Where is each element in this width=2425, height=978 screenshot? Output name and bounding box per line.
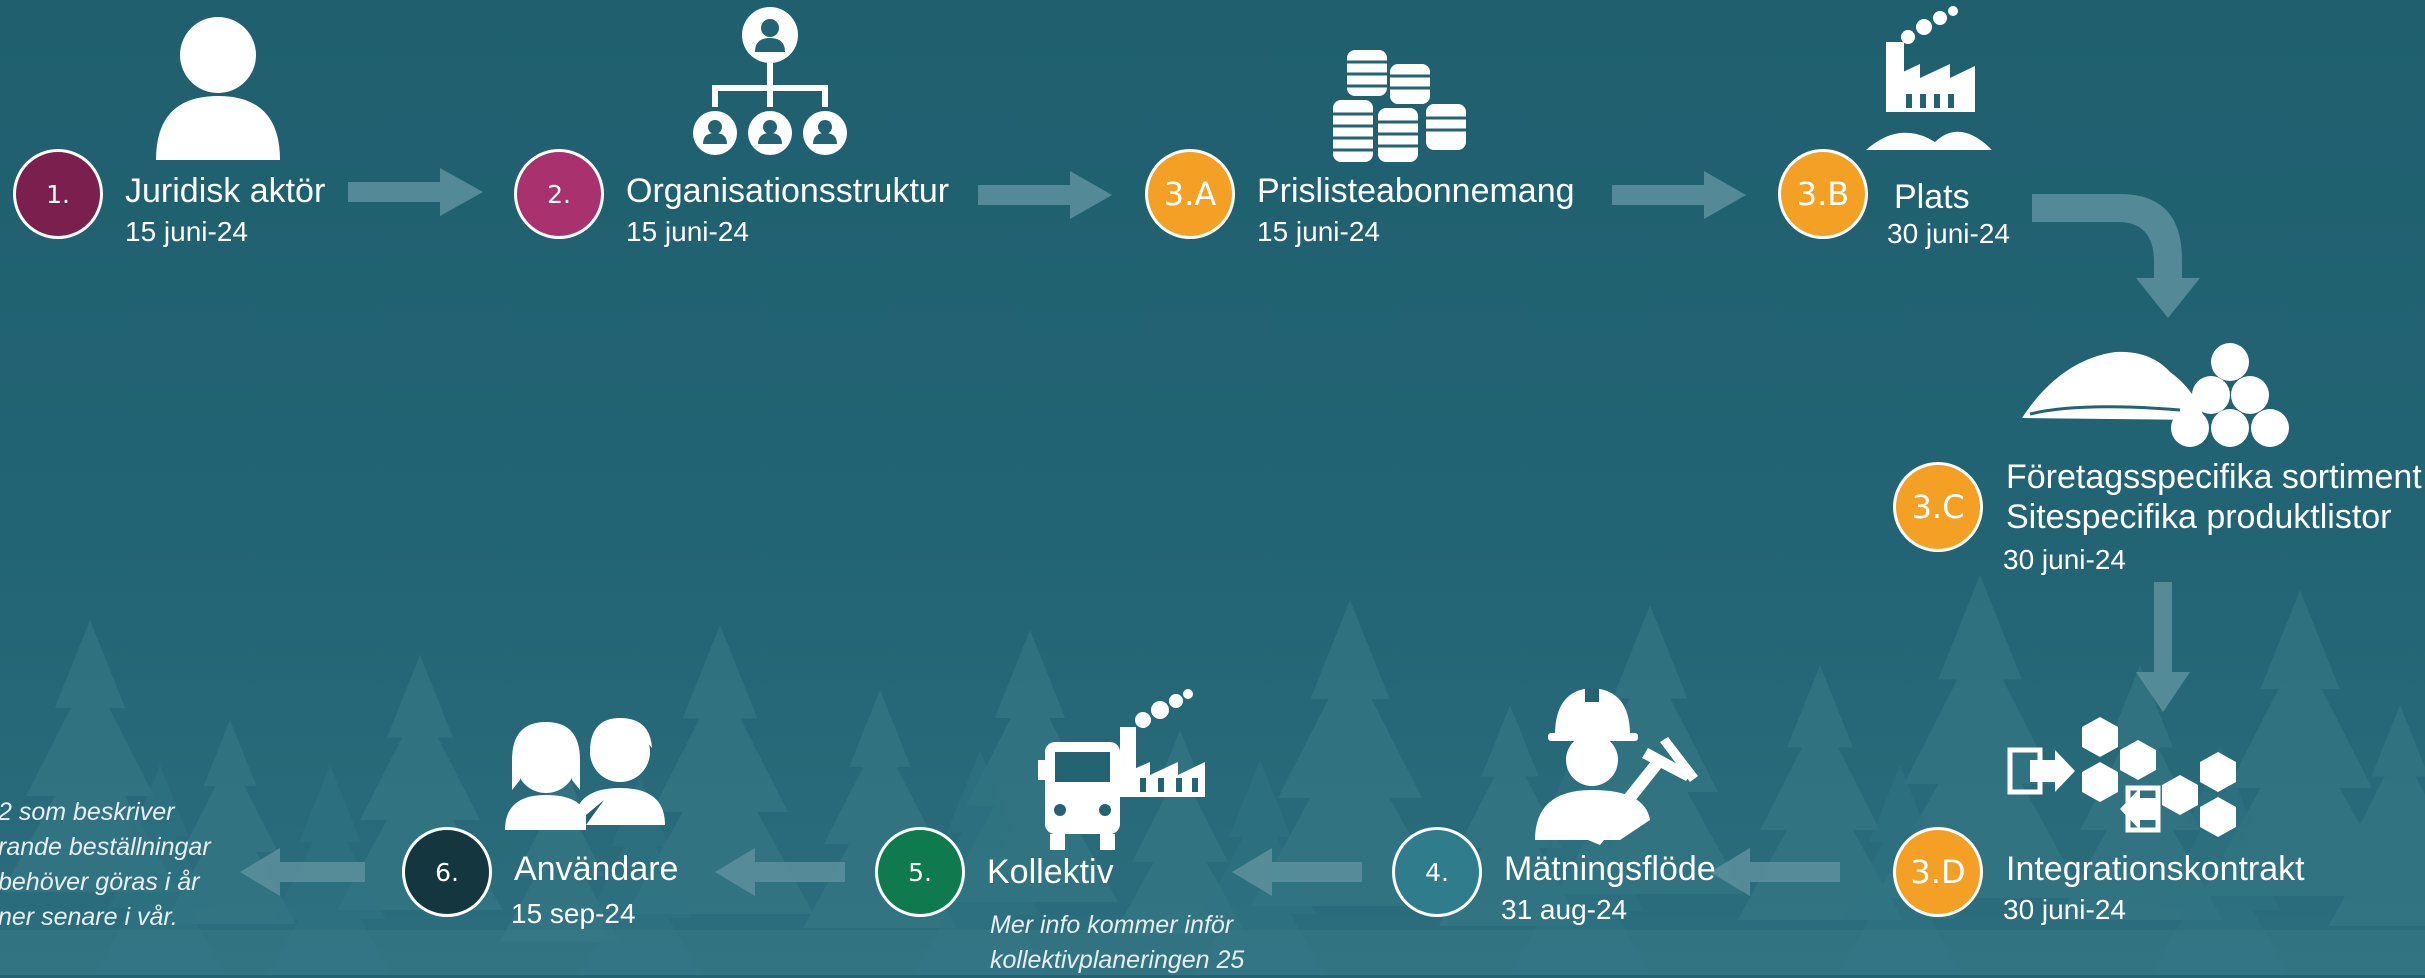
coin-stacks-icon [1333,50,1466,162]
side-note-line2: rande beställningar [0,833,211,861]
step-badge-3b: 3.B [1778,149,1868,239]
person-icon [156,17,280,160]
arrow-3d-4 [1710,848,1840,896]
truck-factory-icon [1038,689,1205,850]
step-date-4: 31 aug-24 [1501,894,1628,925]
arrow-3b-3c [2032,194,2200,318]
step-badge-3d: 3.D [1893,827,1983,917]
step-date-3a: 15 juni-24 [1257,216,1380,247]
arrow-4-5 [1232,848,1362,896]
step-date-1: 15 juni-24 [125,216,248,247]
side-note-line4: ner senare i vår. [0,903,178,931]
step-badge-5: 5. [875,827,965,917]
arrow-3c-3d [2136,582,2190,712]
side-note-line1: 2 som beskriver [0,798,175,826]
integration-icon [2007,717,2236,837]
step-badge-1: 1. [13,149,103,239]
step-title-1: Juridisk aktör [125,172,326,210]
arrow-6-end [240,848,365,896]
step-note-5-line1: Mer info kommer inför [990,911,1234,939]
arrow-2-3a [978,171,1112,219]
step-title-3c: Företagsspecifika sortiment [2006,458,2422,496]
step-badge-3c: 3.C [1893,462,1983,552]
step-title-3c-line2: Sitespecifika produktlistor [2006,498,2392,536]
timber-pile-icon [2022,343,2289,447]
arrow-1-2 [348,168,483,216]
step-title-4: Mätningsflöde [1504,850,1716,888]
step-badge-2: 2. [514,149,604,239]
arrow-3a-3b [1612,171,1746,219]
step-date-3c: 30 juni-24 [2003,544,2126,575]
step-title-3b: Plats [1894,178,1970,216]
users-icon [505,718,665,830]
arrow-5-6 [715,848,845,896]
factory-icon [1866,6,1992,150]
step-date-3d: 30 juni-24 [2003,894,2126,925]
step-date-3b: 30 juni-24 [1887,218,2010,249]
step-title-3d: Integrationskontrakt [2006,850,2305,888]
step-date-6: 15 sep-24 [511,898,636,929]
step-badge-3a: 3.A [1145,149,1235,239]
step-title-6: Användare [514,850,679,888]
step-date-2: 15 juni-24 [626,216,749,247]
step-badge-6: 6. [402,827,492,917]
step-note-5-line2: kollektivplaneringen 25 [990,946,1245,974]
org-chart-icon [693,7,847,155]
worker-caliper-icon [1535,688,1698,845]
flow-arrows [240,168,2200,896]
step-badge-4: 4. [1392,827,1482,917]
step-title-3a: Prislisteabonnemang [1257,172,1575,210]
side-note-line3: behöver göras i år [0,868,200,896]
step-title-5: Kollektiv [987,853,1114,891]
step-title-2: Organisationsstruktur [626,172,950,210]
